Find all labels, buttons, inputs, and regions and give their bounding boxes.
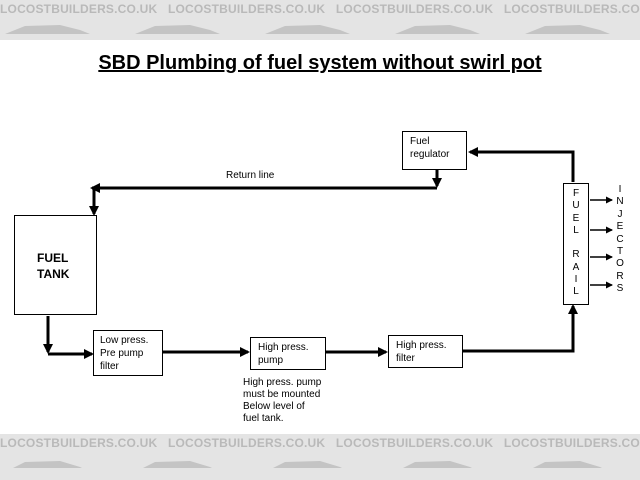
watermark-car-logos-bottom bbox=[13, 461, 602, 468]
watermark-text: LOCOSTBUILDERS.CO.UK bbox=[0, 2, 158, 16]
watermark-band-top: LOCOSTBUILDERS.CO.UK LOCOSTBUILDERS.CO.U… bbox=[0, 0, 640, 40]
watermark-band-bottom: LOCOSTBUILDERS.CO.UK LOCOSTBUILDERS.CO.U… bbox=[0, 434, 640, 480]
watermark-text: LOCOSTBUILDERS.CO.UK bbox=[0, 436, 158, 450]
injectors-label: I N J E C T O R S bbox=[616, 184, 624, 295]
watermark-car-logos-top bbox=[5, 25, 610, 34]
watermark-row-bottom: LOCOSTBUILDERS.CO.UK LOCOSTBUILDERS.CO.U… bbox=[0, 436, 640, 450]
fuel-rail-box: F U E L R A I L bbox=[563, 183, 589, 305]
watermark-text: LOCOSTBUILDERS.CO.UK bbox=[335, 436, 494, 450]
watermark-text: LOCOSTBUILDERS.CO.UK bbox=[503, 2, 640, 16]
diagram-title: SBD Plumbing of fuel system without swir… bbox=[98, 52, 542, 74]
line-rail-to-regulator bbox=[468, 147, 575, 182]
high-press-pump-box: High press. pump bbox=[250, 337, 326, 370]
watermark-text: LOCOSTBUILDERS.CO.UK bbox=[167, 2, 326, 16]
line-high-filter-to-rail bbox=[463, 304, 578, 353]
watermark-row-top: LOCOSTBUILDERS.CO.UK LOCOSTBUILDERS.CO.U… bbox=[0, 2, 640, 16]
high-press-filter-box: High press. filter bbox=[388, 335, 463, 368]
fuel-regulator-box: Fuel regulator bbox=[402, 131, 467, 170]
watermark-text: LOCOSTBUILDERS.CO.UK bbox=[503, 436, 640, 450]
watermark-text: LOCOSTBUILDERS.CO.UK bbox=[335, 2, 494, 16]
watermark-text: LOCOSTBUILDERS.CO.UK bbox=[167, 436, 326, 450]
return-line-label: Return line bbox=[226, 170, 275, 181]
pump-mounting-note: High press. pump must be mounted Below l… bbox=[243, 377, 322, 424]
fuel-tank-box: FUEL TANK bbox=[14, 215, 97, 315]
low-press-filter-box: Low press. Pre pump filter bbox=[93, 330, 163, 376]
